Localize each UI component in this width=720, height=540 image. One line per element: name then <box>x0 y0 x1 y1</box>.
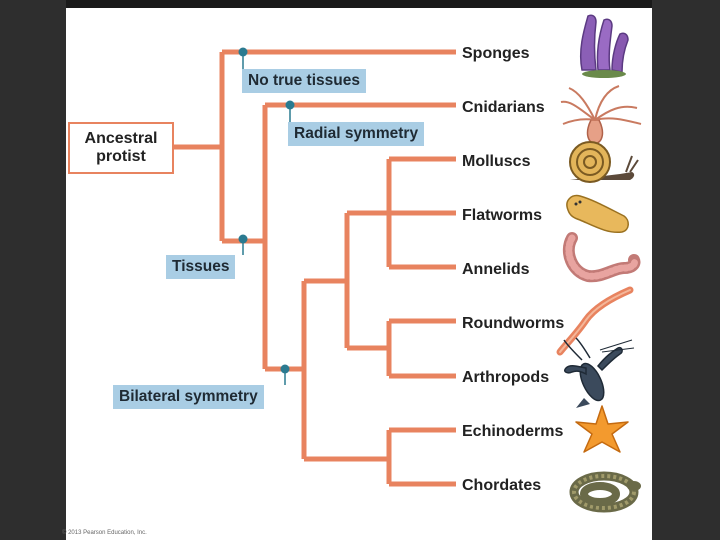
tissues-label: Tissues <box>166 255 236 279</box>
top-frame <box>66 0 652 8</box>
phylum-flatworms: Flatworms <box>462 207 543 224</box>
roundworm-icon <box>556 286 634 356</box>
phylum-roundworms: Roundworms <box>462 315 565 332</box>
copyright-text: © 2013 Pearson Education, Inc. <box>62 530 147 536</box>
phylum-cnidarians: Cnidarians <box>462 99 545 116</box>
phylum-chordates: Chordates <box>462 477 542 494</box>
left-frame <box>0 0 66 540</box>
sponge-icon <box>579 14 629 78</box>
phylum-echinoderms: Echinoderms <box>462 423 564 440</box>
phylum-arthropods: Arthropods <box>462 369 550 386</box>
phylum-molluscs: Molluscs <box>462 153 531 170</box>
phylogenetic-tree <box>174 14 642 513</box>
lobster-icon <box>563 337 635 408</box>
bilateral-symmetry-label: Bilateral symmetry <box>113 385 264 409</box>
flatworm-icon <box>566 194 629 234</box>
root-label-line1: Ancestral <box>84 130 158 147</box>
radial-symmetry-label: Radial symmetry <box>288 122 425 146</box>
phylum-sponges: Sponges <box>462 45 530 62</box>
jellyfish-icon <box>560 85 642 145</box>
earthworm-icon <box>562 232 641 283</box>
no-true-tissues-label: No true tissues <box>242 69 366 93</box>
starfish-icon <box>575 405 629 453</box>
phylum-annelids: Annelids <box>462 261 530 278</box>
snail-icon <box>569 141 639 183</box>
slide: Ancestral protist No true tissues Radial… <box>62 8 652 540</box>
ancestral-protist-box: Ancestral protist <box>68 122 174 174</box>
root-label-line2: protist <box>96 148 146 165</box>
snake-icon <box>569 471 641 513</box>
right-frame <box>652 0 720 540</box>
